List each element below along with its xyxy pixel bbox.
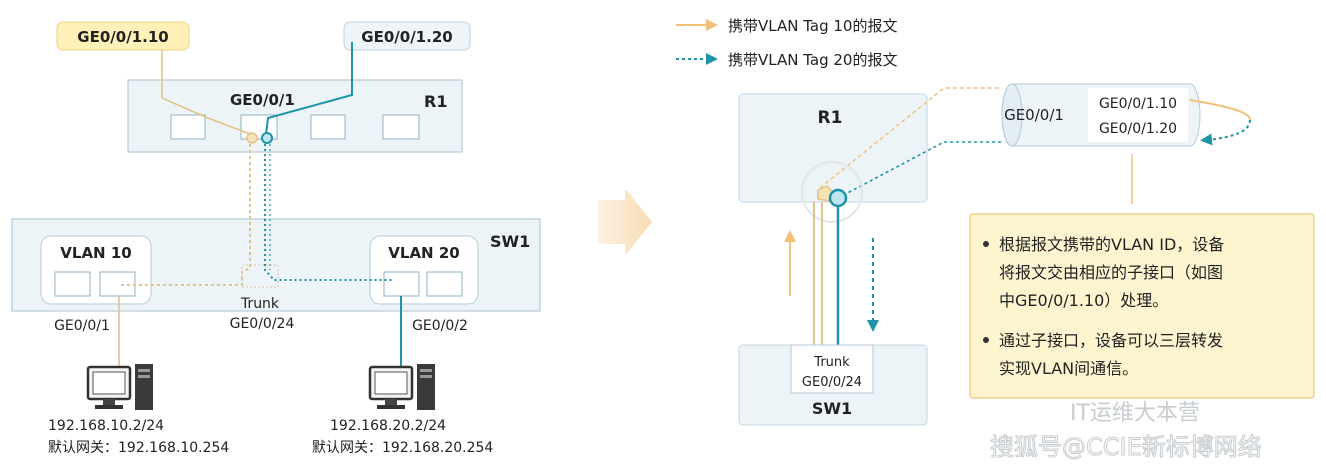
note-1-line-1: 根据报文携带的VLAN ID，设备 — [999, 235, 1224, 254]
right-trunk-label: Trunk — [813, 355, 850, 370]
explanation-note — [969, 213, 1315, 399]
vlan20-label: VLAN 20 — [388, 244, 459, 262]
cone-lower — [837, 141, 1002, 199]
switch-port-slot — [383, 271, 420, 297]
host2-gateway: 默认网关：192.168.20.254 — [312, 440, 493, 456]
router-port-slot — [240, 114, 278, 140]
right-trunk-port — [790, 344, 874, 394]
router-port-marker-vlan10 — [246, 132, 258, 144]
router-port-slot — [310, 114, 346, 140]
note-item-1: 根据报文携带的VLAN ID，设备 将报文交由相应的子接口（如图 中GE0/0/… — [983, 235, 1224, 310]
note-2-line-2: 实现VLAN间通信。 — [999, 359, 1138, 378]
watermark-line-2: 搜狐号@CCIE新标博网络 — [990, 433, 1262, 461]
router-port-marker-vlan20 — [261, 132, 273, 144]
right-topology: 携带VLAN Tag 10的报文 携带VLAN Tag 20的报文 R1 GE0… — [676, 17, 1315, 426]
legend-vlan10-text: 携带VLAN Tag 10的报文 — [728, 17, 897, 35]
host1-computer-icon — [86, 364, 153, 410]
router-port-zoom-ring — [801, 161, 863, 223]
host2-computer-icon — [368, 364, 435, 410]
right-router-name: R1 — [818, 108, 843, 128]
callout-vlan20-box — [343, 21, 471, 51]
callout-vlan10-text: GE0/0/1.10 — [77, 28, 168, 46]
vlan10-label: VLAN 10 — [60, 244, 131, 262]
router-port-slot — [170, 114, 206, 140]
trunk-label: Trunk — [240, 296, 280, 312]
right-trunk-port-label: GE0/0/24 — [802, 375, 862, 390]
legend-vlan20-text: 携带VLAN Tag 20的报文 — [728, 51, 897, 69]
callout-vlan20-line — [265, 42, 353, 135]
note-item-2: 通过子接口，设备可以三层转发 实现VLAN间通信。 — [983, 331, 1223, 378]
note-1-line-3: 中GE0/0/1.10）处理。 — [999, 291, 1168, 310]
curve-arrow-vlan10 — [1189, 99, 1251, 121]
callout-vlan10-line — [161, 50, 251, 135]
sub-interface-vlan20: GE0/0/1.20 — [1099, 121, 1177, 137]
note-2-line-1: 通过子接口，设备可以三层转发 — [999, 331, 1223, 350]
router-port-vlan20-marker — [828, 188, 848, 208]
callout-vlan10-box — [56, 21, 190, 51]
host2-ip: 192.168.20.2/24 — [330, 418, 446, 434]
left-topology: R1 GE0/0/1 GE0/0/1.10 GE0/0/1.20 SW1 VLA… — [11, 21, 541, 456]
trunk-port-slot — [241, 264, 279, 288]
right-switch-name: SW1 — [812, 399, 852, 418]
router-r1-name: R1 — [424, 92, 447, 111]
curve-arrow-vlan20 — [1200, 119, 1251, 146]
switch-port-right-label: GE0/0/2 — [412, 318, 468, 334]
switch-sw1-name: SW1 — [490, 232, 530, 251]
sub-interface-vlan10: GE0/0/1.10 — [1099, 96, 1177, 112]
switch-port-left-label: GE0/0/1 — [54, 318, 110, 334]
note-bullet-icon — [983, 241, 989, 247]
host1-ip: 192.168.10.2/24 — [48, 418, 164, 434]
note-bullet-icon — [983, 337, 989, 343]
transition-arrow-icon — [598, 188, 652, 256]
cone-upper — [819, 87, 1002, 189]
router-port-slot — [382, 114, 420, 140]
watermark: IT运维大本营 搜狐号@CCIE新标博网络 — [990, 401, 1263, 462]
interface-cylinder — [1001, 83, 1201, 147]
host1-gateway: 默认网关：192.168.10.254 — [48, 440, 229, 456]
trunk-port-label: GE0/0/24 — [230, 316, 295, 332]
note-1-line-2: 将报文交由相应的子接口（如图 — [999, 263, 1223, 282]
watermark-line-1: IT运维大本营 — [1070, 401, 1200, 426]
interface-label: GE0/0/1 — [1004, 106, 1064, 124]
callout-vlan20-text: GE0/0/1.20 — [361, 28, 452, 46]
switch-port-slot — [54, 271, 91, 297]
router-port-label: GE0/0/1 — [230, 91, 295, 109]
switch-port-slot — [426, 271, 463, 297]
